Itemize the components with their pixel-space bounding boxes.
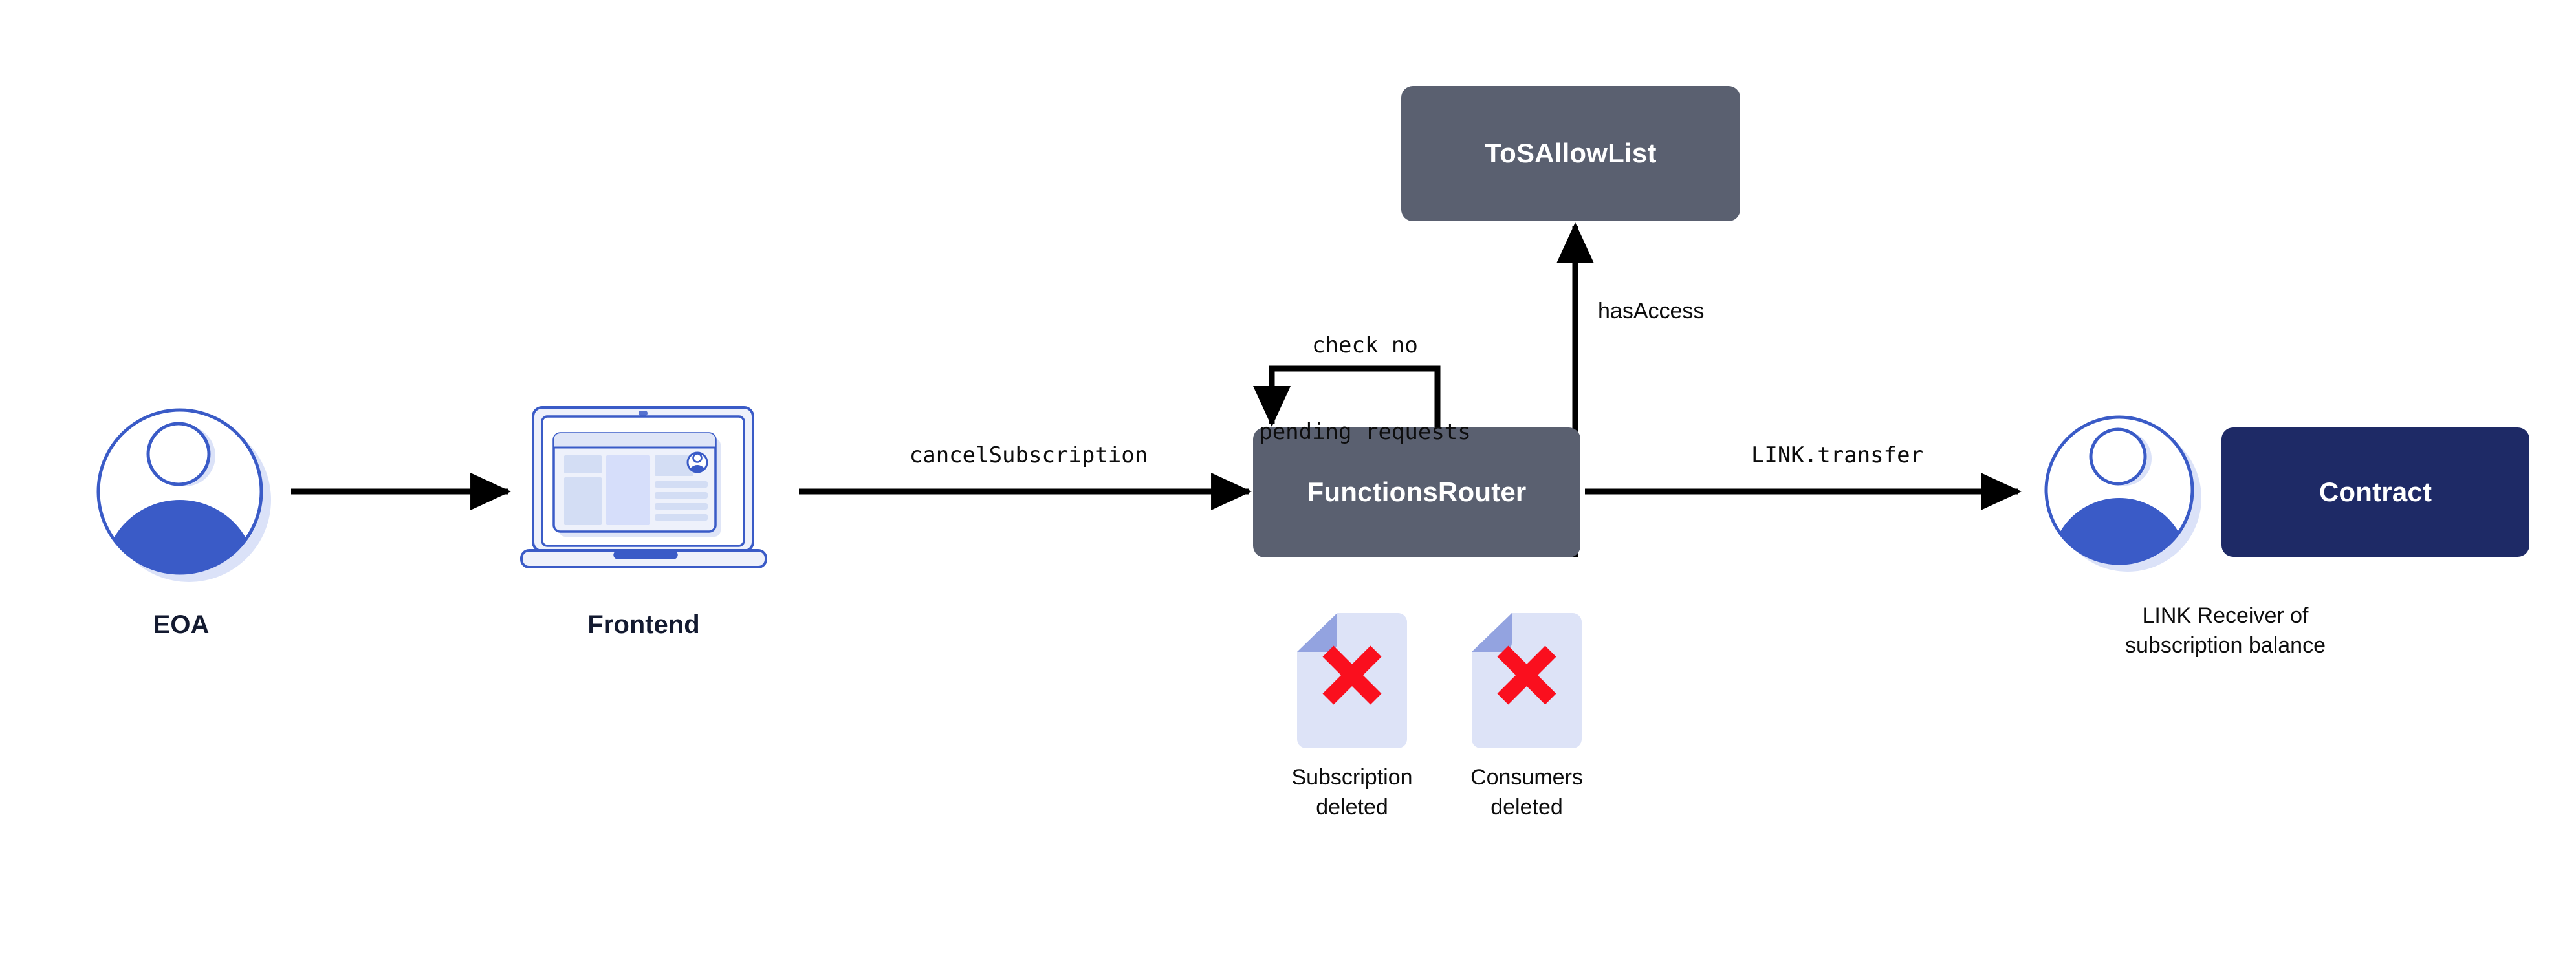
eoa-label: EOA [153,610,210,639]
edge-label-cancel-subscription: cancelSubscription [909,442,1148,468]
consumers-deleted-caption-line2: deleted [1490,794,1563,819]
red-x-icon [1497,645,1556,705]
node-contract[interactable]: Contract [2221,427,2529,557]
subscription-deleted-caption: Subscription deleted [1229,763,1475,823]
link-receiver-avatar-icon [2041,411,2203,572]
edge-label-link-transfer: LINK.transfer [1751,442,1924,468]
frontend-label: Frontend [587,610,700,639]
tos-allow-list-label: ToSAllowList [1485,138,1657,169]
subscription-deleted-caption-line2: deleted [1316,794,1388,819]
consumers-deleted-caption: Consumers deleted [1410,763,1643,823]
self-loop-label-line2: pending requests [1259,419,1471,446]
link-receiver-caption-line1: LINK Receiver of [2142,603,2309,628]
link-receiver-caption: LINK Receiver of subscription balance [2064,601,2387,661]
edge-label-has-access: hasAccess [1598,299,1705,323]
node-functions-router[interactable]: FunctionsRouter [1253,427,1580,557]
consumers-deleted-document-icon [1465,611,1588,750]
contract-label: Contract [2319,476,2432,507]
subscription-deleted-document-icon [1291,611,1414,750]
eoa-avatar-icon [93,403,272,583]
link-receiver-caption-line2: subscription balance [2125,632,2326,658]
functions-router-label: FunctionsRouter [1307,477,1527,508]
subscription-deleted-caption-line1: Subscription [1291,765,1413,790]
consumers-deleted-caption-line1: Consumers [1470,765,1583,790]
node-tos-allow-list[interactable]: ToSAllowList [1401,86,1740,221]
self-loop-label-line1: check no [1312,332,1418,358]
frontend-laptop-icon [518,401,783,582]
edge-label-check-no-pending-requests: check no pending requests [1197,273,1533,505]
red-x-icon [1322,645,1382,705]
